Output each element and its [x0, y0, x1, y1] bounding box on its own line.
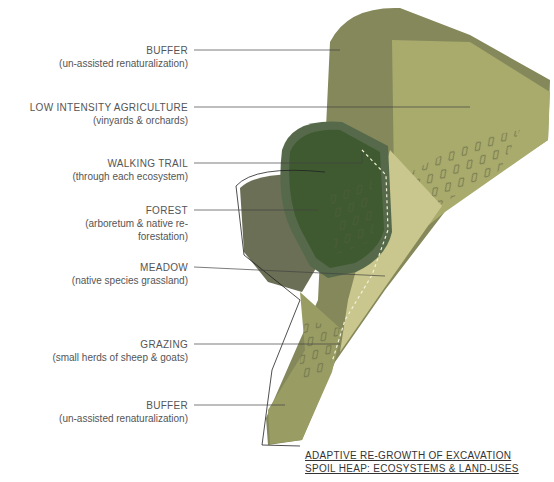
forest-zone [289, 130, 384, 268]
original-outline [236, 170, 325, 446]
forest-rows [330, 180, 374, 255]
zone-description: (small herds of sheep & goats) [52, 351, 188, 364]
zone-label: MEADOW [140, 261, 188, 274]
zone-description: (vinyards & orchards) [93, 114, 188, 127]
zone-description: (native species grassland) [72, 274, 188, 287]
forest-halo [280, 122, 392, 278]
zone-label: BUFFER [146, 399, 188, 412]
zone-label: BUFFER [146, 44, 188, 57]
zone-label: FOREST [146, 204, 188, 217]
heap-body [266, 8, 550, 445]
zone-label: GRAZING [140, 338, 188, 351]
zone-label: LOW INTENSITY AGRICULTURE [30, 101, 188, 114]
diagram-title: ADAPTIVE RE-GROWTH OF EXCAVATION SPOIL H… [305, 449, 545, 475]
walking-trail [332, 150, 388, 362]
zone-description: (through each ecosystem) [72, 170, 188, 183]
zone-description: (un-assisted renaturalization) [59, 57, 188, 70]
grazing-rows [298, 320, 340, 380]
zone-description: (arboretum & native re-forestation) [76, 217, 188, 243]
grazing-zone [268, 292, 342, 444]
leader-lines [194, 50, 470, 405]
zone-label: WALKING TRAIL [107, 157, 188, 170]
zone-description: (un-assisted renaturalization) [59, 412, 188, 425]
